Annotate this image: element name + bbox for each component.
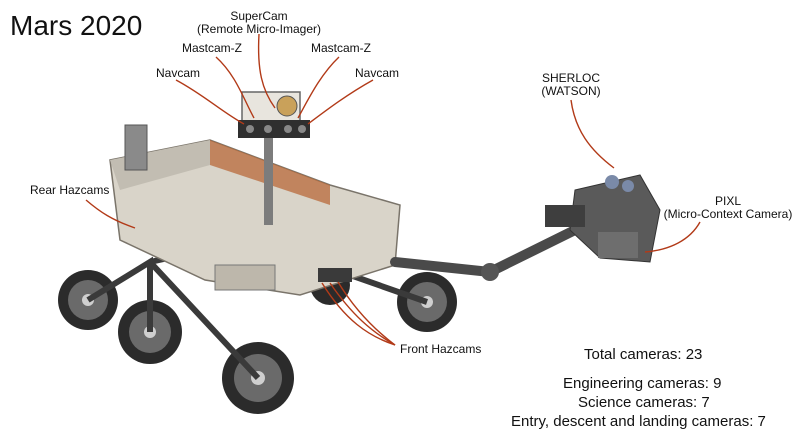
leader-sherloc <box>570 99 615 169</box>
label-supercam-sub: (Remote Micro-Imager) <box>196 22 322 36</box>
label-sherloc: SHERLOC (WATSON) <box>531 72 611 98</box>
label-mastcam-left: Mastcam-Z <box>182 41 242 55</box>
label-mastcam-right: Mastcam-Z <box>311 41 371 55</box>
label-navcam-right: Navcam <box>354 66 399 80</box>
leader-supercam <box>257 33 276 109</box>
deck <box>110 140 210 190</box>
stat-science-cameras: Science cameras: 7 <box>578 394 710 411</box>
leader-front-hazcams-3 <box>321 282 396 346</box>
label-rear-hazcams: Rear Hazcams <box>30 183 110 197</box>
leader-rear-hazcams <box>85 199 136 229</box>
leader-mastcam-left <box>215 56 255 119</box>
arm-elbow <box>481 263 499 281</box>
stat-edl-cameras: Entry, descent and landing cameras: 7 <box>511 413 766 430</box>
arm-turret <box>545 174 661 263</box>
mast <box>264 135 273 225</box>
stat-engineering-cameras: Engineering cameras: 9 <box>563 375 722 392</box>
lower-body <box>214 264 276 291</box>
label-pixl-name: PIXL <box>714 194 741 208</box>
label-pixl-sub: (Micro-Context Camera) <box>663 207 793 221</box>
label-supercam: SuperCam (Remote Micro-Imager) <box>196 10 322 36</box>
leader-front-hazcams-1 <box>337 281 396 346</box>
rtg <box>124 124 148 171</box>
leader-front-hazcams-2 <box>329 282 396 346</box>
front-hazcam-unit <box>318 268 352 282</box>
mast-head <box>238 91 310 138</box>
leader-navcam-right <box>307 79 374 125</box>
label-navcam-left: Navcam <box>155 66 200 80</box>
leader-pixl <box>644 221 701 253</box>
leader-mastcam-right <box>297 56 340 119</box>
label-sherloc-name: SHERLOC <box>541 71 600 85</box>
label-supercam-name: SuperCam <box>230 9 288 23</box>
label-sherloc-sub: (WATSON) <box>541 84 601 98</box>
diagram-title: Mars 2020 <box>10 10 143 41</box>
stat-total-cameras: Total cameras: 23 <box>584 346 703 363</box>
label-pixl: PIXL (Micro-Context Camera) <box>660 195 796 221</box>
leader-navcam-left <box>175 79 245 125</box>
label-front-hazcams: Front Hazcams <box>400 342 482 356</box>
